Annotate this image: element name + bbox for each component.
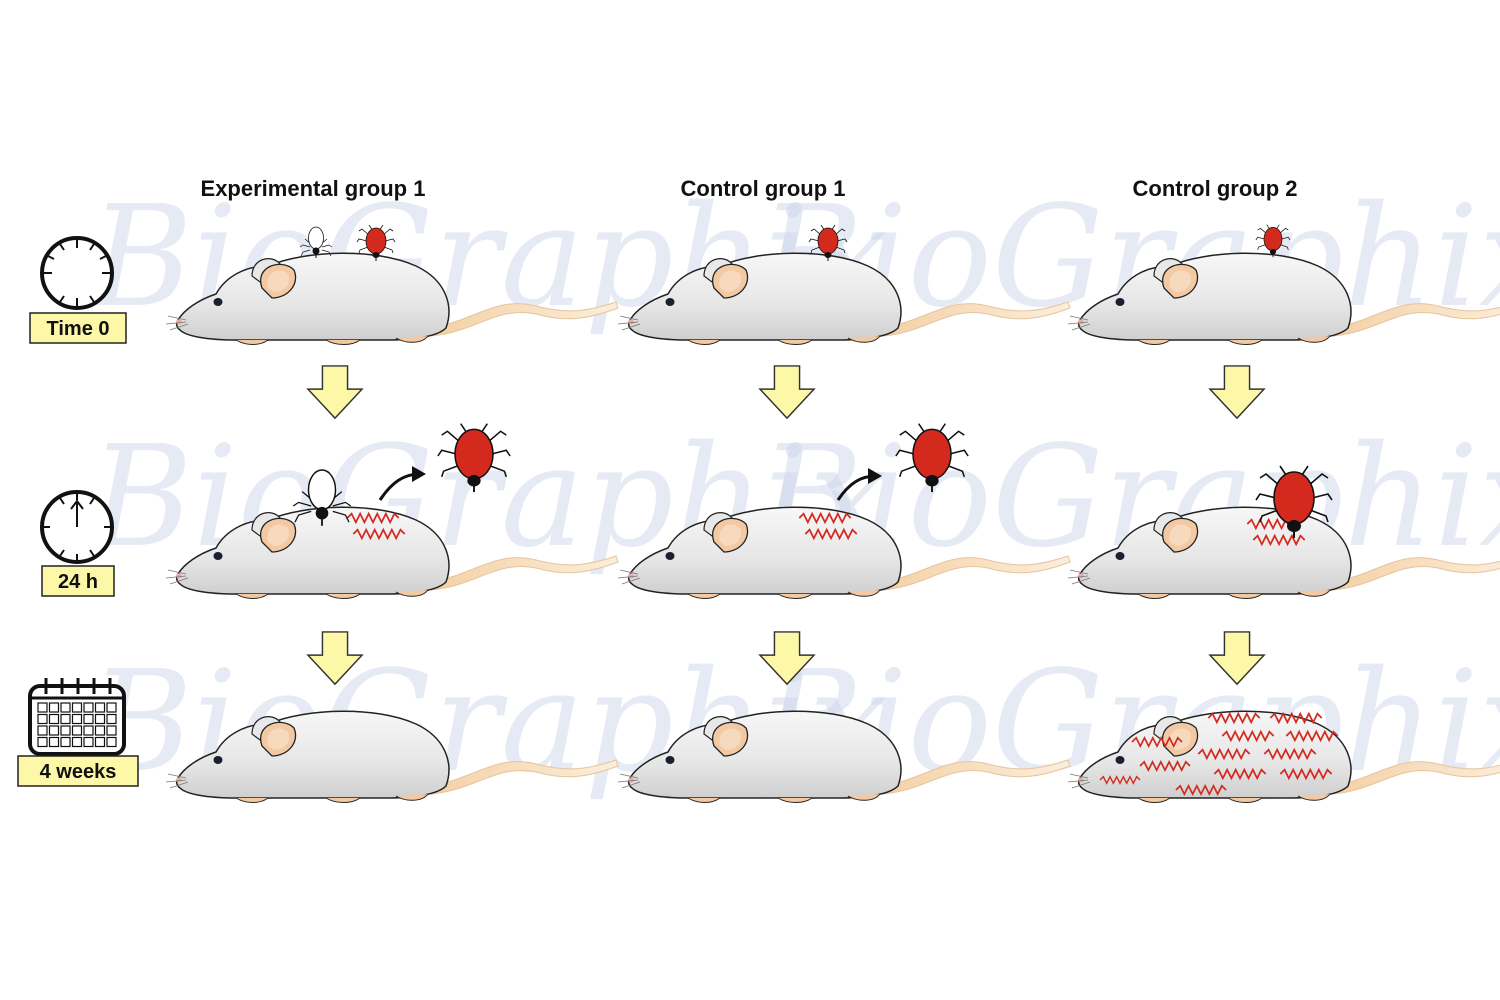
down-arrow bbox=[1209, 365, 1265, 419]
calendar-day-cell bbox=[106, 702, 117, 713]
calendar-day-cell bbox=[48, 736, 60, 748]
calendar-day-cell bbox=[71, 736, 83, 748]
calendar-day-cell bbox=[94, 736, 106, 748]
calendar-day-cell bbox=[71, 725, 83, 736]
calendar-day-cell bbox=[106, 736, 117, 748]
calendar-day-cell bbox=[37, 702, 48, 713]
column-title-experimental-1: Experimental group 1 bbox=[201, 176, 426, 201]
calendar-day-cell bbox=[83, 702, 94, 713]
down-arrow bbox=[759, 365, 815, 419]
calendar-day-cell bbox=[60, 702, 71, 713]
calendar-day-cell bbox=[60, 736, 71, 748]
time-label-24h: 24 h bbox=[58, 571, 98, 593]
detach-arrow bbox=[378, 466, 426, 501]
calendar-icon bbox=[28, 678, 126, 756]
calendar-day-cell bbox=[48, 713, 60, 725]
calendar-day-cell bbox=[48, 702, 60, 713]
column-title-control-1: Control group 1 bbox=[681, 176, 846, 201]
down-arrow bbox=[307, 365, 363, 419]
calendar-day-cell bbox=[48, 725, 60, 736]
calendar-day-cell bbox=[106, 713, 117, 725]
clock-icon bbox=[40, 236, 114, 310]
calendar-day-cell bbox=[71, 713, 83, 725]
calendar-day-cell bbox=[94, 713, 106, 725]
time-label-0: Time 0 bbox=[47, 318, 110, 340]
calendar-day-cell bbox=[83, 713, 94, 725]
calendar-day-cell bbox=[60, 713, 71, 725]
time-label-4weeks: 4 weeks bbox=[40, 761, 117, 783]
detach-arrow bbox=[836, 468, 882, 501]
calendar-day-cell bbox=[83, 725, 94, 736]
column-title-control-2: Control group 2 bbox=[1133, 176, 1298, 201]
calendar-day-cell bbox=[60, 725, 71, 736]
calendar-day-cell bbox=[83, 736, 94, 748]
clock-up-icon bbox=[40, 490, 114, 564]
calendar-day-cell bbox=[37, 725, 48, 736]
calendar-day-cell bbox=[71, 702, 83, 713]
calendar-day-cell bbox=[106, 725, 117, 736]
calendar-day-cell bbox=[37, 713, 48, 725]
calendar-day-cell bbox=[94, 725, 106, 736]
calendar-day-cell bbox=[94, 702, 106, 713]
calendar-day-cell bbox=[37, 736, 48, 748]
